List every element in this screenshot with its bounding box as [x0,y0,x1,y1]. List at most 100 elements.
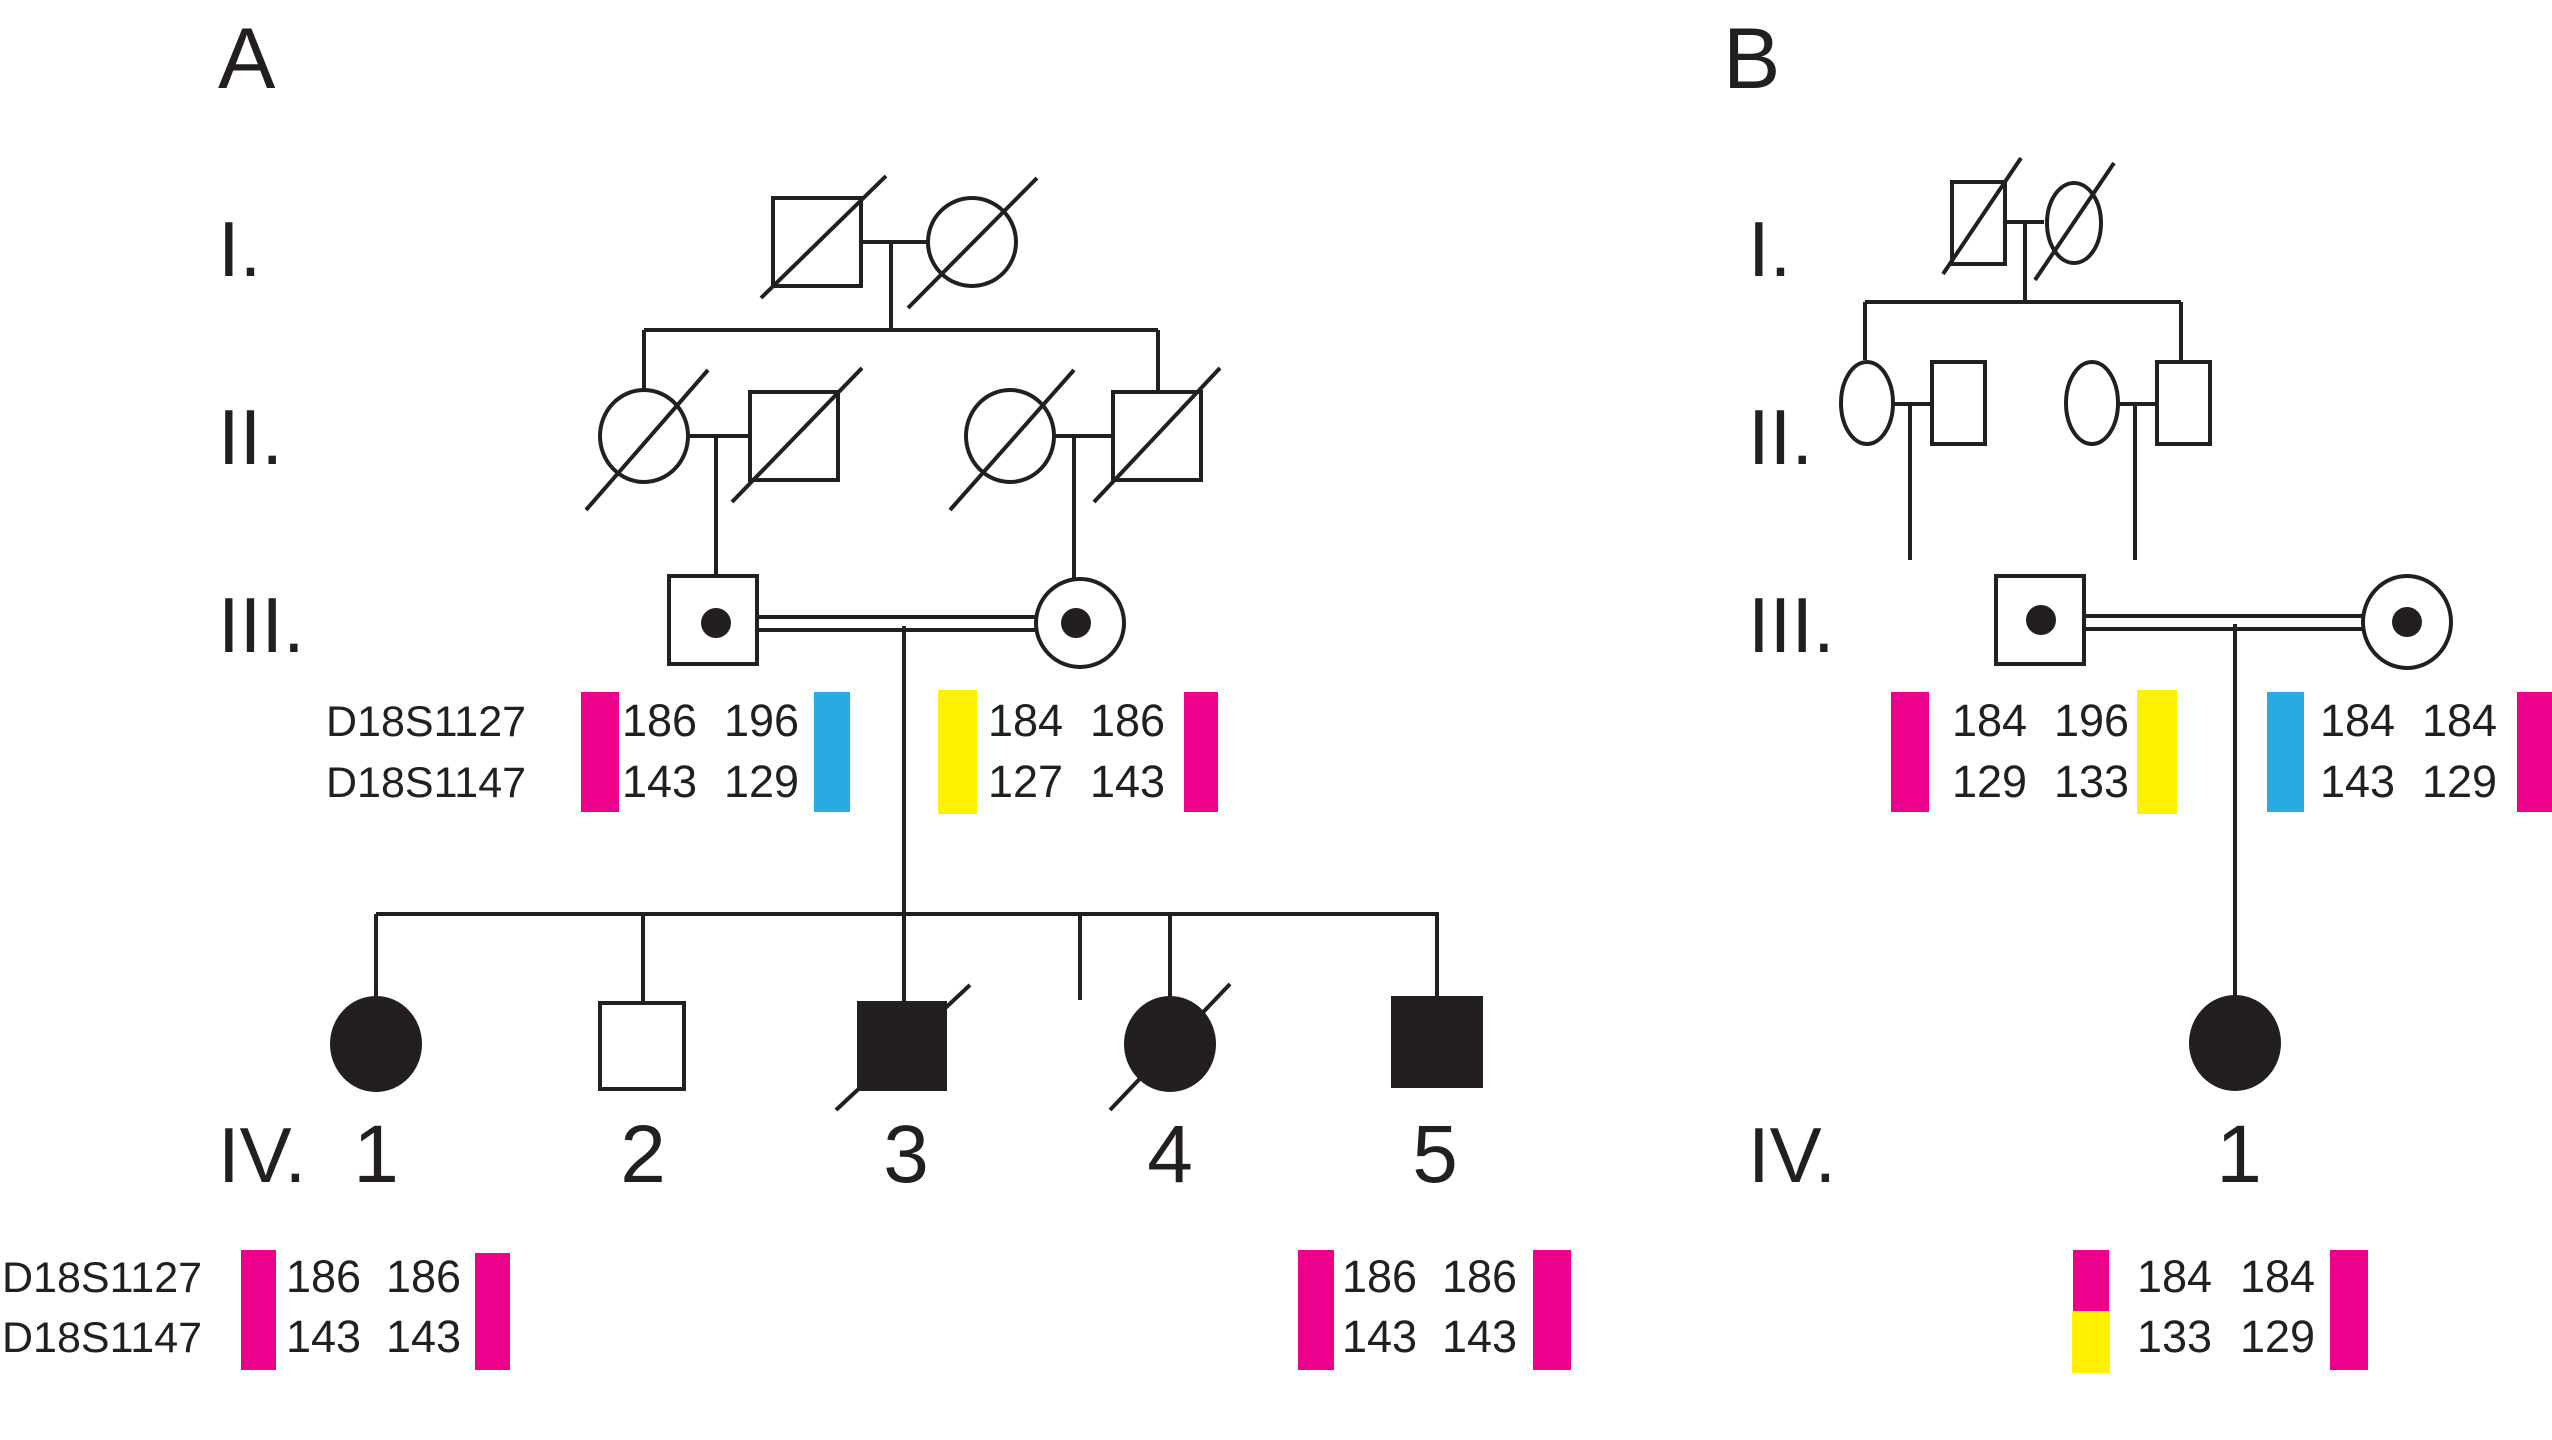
marker-name: D18S1147 [2,1314,202,1362]
carrier-dot [2026,605,2056,635]
individual-b-iii-2-carrier-female [2361,574,2453,670]
male-symbol [1994,574,2086,666]
female-symbol [1839,360,1895,446]
individual-b-ii-4 [2155,360,2212,446]
individual-number: 2 [620,1109,666,1200]
allele: 184 [988,695,1063,746]
allele: 196 [2054,695,2129,746]
marker-name: D18S1127 [2,1254,202,1302]
generation-label-i: I. [218,205,261,293]
individual-a-iv-5: 5 [1391,996,1483,1200]
deceased-slash [730,366,864,504]
individual-b-i-1 [1941,156,2023,276]
individual-a-iii-2-carrier-female [1034,577,1126,669]
individual-a-ii-2 [730,366,864,504]
panel-a: A I. II. III. IV. [2,11,1571,1370]
female-symbol [2064,360,2120,446]
haplotype-table-a-iv-5: 186 186 143 143 [1298,1250,1571,1370]
allele: 129 [1952,756,2027,807]
allele: 186 [1090,695,1165,746]
deceased-slash [1108,982,1232,1112]
haplotype-bar-magenta [581,692,619,812]
individual-number: 1 [353,1109,399,1200]
carrier-dot [1061,608,1091,638]
carrier-dot [701,608,731,638]
allele: 186 [386,1251,461,1302]
individual-b-ii-3 [2064,360,2120,446]
allele: 143 [1442,1311,1517,1362]
male-symbol [598,1001,686,1091]
haplotype-bar-yellow [2137,690,2177,814]
marker-name: D18S1127 [326,698,526,746]
individual-a-iii-1-carrier-male [667,574,759,666]
allele: 127 [988,756,1063,807]
haplotype-bar-cyan [2267,692,2304,812]
generation-label-ii: II. [218,393,283,481]
male-symbol [1930,360,1987,446]
individual-number: 3 [883,1109,929,1200]
haplotype-table-b-iii-father: 184 196 129 133 [1891,690,2177,814]
haplotype-bar-magenta [2330,1250,2368,1370]
haplotype-table-b-iii-mother: 184 184 143 129 [2267,692,2552,812]
allele: 143 [622,756,697,807]
allele: 129 [724,756,799,807]
allele: 143 [1090,756,1165,807]
deceased-slash [2033,161,2116,282]
allele: 196 [724,695,799,746]
carrier-dot [2392,607,2422,637]
allele: 129 [2422,756,2497,807]
allele: 184 [2320,695,2395,746]
haplotype-bar-yellow [2072,1311,2110,1373]
panel-label-b: B [1723,11,1780,107]
female-symbol [598,388,690,484]
individual-a-i-2 [906,176,1039,310]
individual-a-ii-1 [584,368,710,512]
allele: 184 [2137,1251,2212,1302]
allele: 184 [2240,1251,2315,1302]
individual-a-ii-3 [948,368,1076,512]
individual-a-iv-3: 3 [834,914,972,1200]
marker-name: D18S1147 [326,759,526,807]
panel-b: B I. II. III. IV. [1723,11,2552,1373]
allele: 186 [1342,1251,1417,1302]
deceased-slash [1092,366,1222,504]
allele: 143 [386,1311,461,1362]
individual-a-i-1 [759,174,888,300]
haplotype-bar-magenta [1533,1250,1571,1370]
haplotype-bar-magenta [2517,692,2552,812]
allele: 133 [2137,1311,2212,1362]
allele: 186 [622,695,697,746]
deceased-slash [759,174,888,300]
haplotype-table-a-iii: D18S1127 D18S1147 186 196 143 129 184 18… [326,690,1218,814]
allele: 143 [1342,1311,1417,1362]
allele: 143 [286,1311,361,1362]
allele: 186 [286,1251,361,1302]
haplotype-bar-cyan [814,692,850,812]
affected-female-symbol [2189,995,2281,1091]
allele: 133 [2054,756,2129,807]
deceased-slash [834,983,972,1112]
generation-label-ii: II. [1748,393,1813,481]
generation-label-iv: IV. [218,1111,306,1199]
deceased-slash [1941,156,2023,276]
deceased-slash [584,368,710,512]
individual-b-iv-1: 1 [2189,995,2281,1200]
female-symbol [964,388,1056,484]
allele: 184 [2422,695,2497,746]
individual-number: 1 [2216,1109,2262,1200]
individual-b-i-2 [2033,161,2116,282]
haplotype-table-a-iv-1: D18S1127 D18S1147 186 186 143 143 [2,1250,510,1370]
individual-a-iv-1: 1 [330,996,422,1200]
generation-label-iii: III. [1748,581,1835,669]
panel-label-a: A [218,11,276,107]
affected-male-symbol [1391,996,1483,1088]
haplotype-table-b-iv-1: 184 184 133 129 [2072,1250,2368,1373]
haplotype-bar-magenta [1891,692,1929,812]
allele: 186 [1442,1251,1517,1302]
individual-b-ii-1 [1839,360,1895,446]
deceased-slash [906,176,1039,310]
individual-a-iv-2: 2 [598,1001,686,1200]
generation-label-i: I. [1748,205,1791,293]
generation-label-iii: III. [218,581,305,669]
